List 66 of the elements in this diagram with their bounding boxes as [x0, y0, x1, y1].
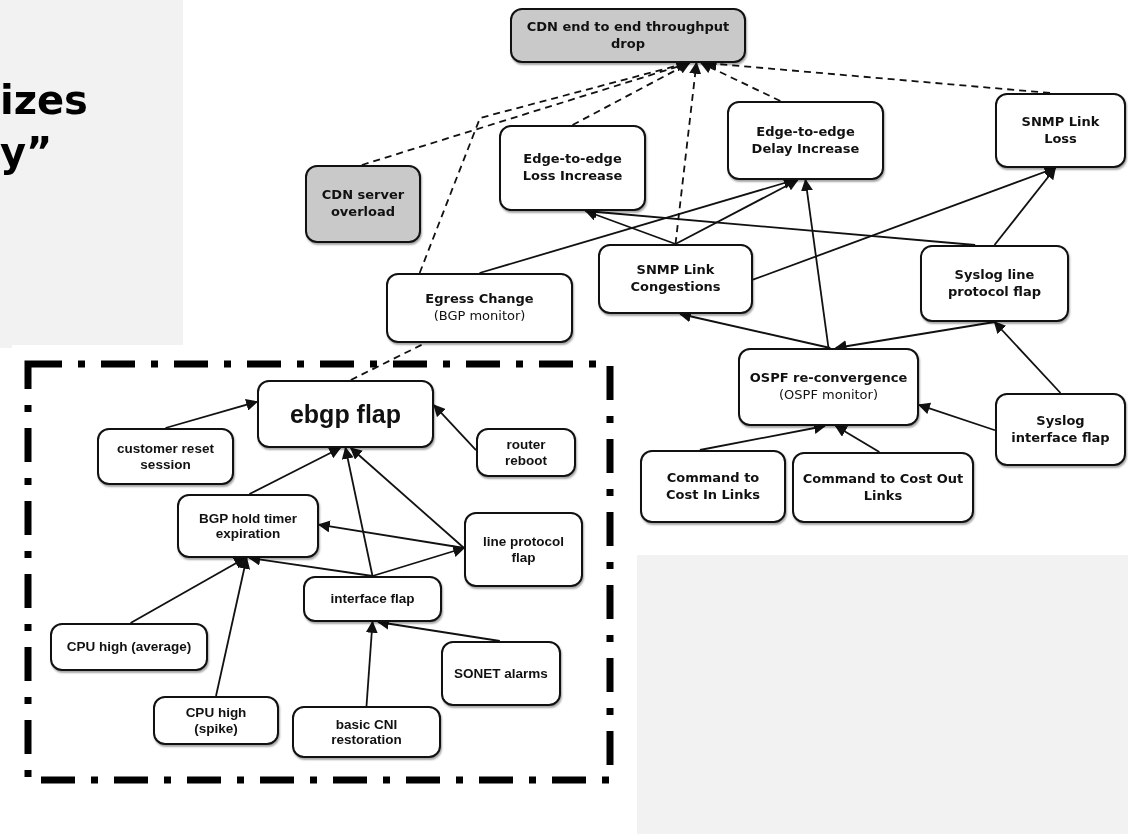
rounded-box: [97, 428, 234, 485]
arrow: [571, 62, 691, 126]
rounded-box: [441, 641, 561, 706]
arrow: [164, 398, 259, 429]
rounded-box: [995, 393, 1126, 466]
rounded-box: [153, 696, 279, 745]
node-label: customer reset session: [116, 441, 215, 472]
node-label: basic CNI restoration: [330, 716, 403, 748]
rounded-box: [995, 93, 1126, 168]
node-label: OSPF re-convergence: [749, 370, 908, 387]
node-label: Command to Cost Out Links: [802, 470, 964, 505]
node-label: SNMP Link Loss: [1020, 113, 1101, 148]
arrow: [215, 556, 251, 697]
rounded-box: [476, 428, 576, 477]
node-label: Edge-to-edge Loss Increase: [521, 151, 624, 185]
node-label: CPU high (spike): [184, 705, 248, 736]
arrow: [341, 446, 374, 577]
arrow: [674, 61, 702, 245]
node-label: Syslog line protocol flap: [946, 266, 1043, 301]
rounded-box: [640, 450, 786, 523]
node-label: (OSPF monitor): [779, 387, 878, 404]
rounded-box: [50, 623, 208, 671]
arrow: [700, 62, 782, 102]
node-label: Edge-to-edge Delay Increase: [750, 123, 861, 158]
arrow: [433, 404, 477, 451]
rounded-box: [738, 348, 919, 426]
rounded-box: [920, 245, 1069, 322]
rounded-box: [292, 706, 441, 758]
arrow: [365, 620, 378, 707]
arrow: [917, 402, 996, 432]
rounded-box: [257, 380, 434, 448]
node-label: (BGP monitor): [433, 308, 526, 325]
rounded-box: [727, 101, 884, 180]
node-label: SNMP Link Congestions: [629, 262, 722, 296]
arrow: [834, 425, 881, 453]
rounded-box: [386, 273, 573, 343]
rounded-box: [177, 494, 319, 558]
node-label: interface flap: [330, 591, 415, 607]
rounded-box: [598, 244, 753, 314]
node-label: router reboot: [504, 437, 548, 468]
node-label: CDN server overload: [320, 187, 406, 221]
arrow: [584, 209, 677, 245]
arrow: [674, 179, 799, 245]
node-label: Command to Cost In Links: [665, 469, 761, 504]
rounded-box: [499, 125, 646, 211]
node-label: Egress Change: [425, 291, 534, 308]
node-label: BGP hold timer expiration: [198, 510, 298, 542]
node-label: CDN end to end throughput drop: [525, 18, 731, 53]
arrow: [349, 447, 465, 549]
rounded-box: [464, 512, 583, 587]
arrow: [129, 557, 247, 624]
node-label: line protocol flap: [482, 534, 565, 565]
rounded-box: [303, 576, 442, 622]
node-label: CPU high (average): [66, 639, 192, 655]
arrow: [993, 321, 1062, 394]
heading-fragment: izes: [0, 80, 88, 120]
rounded-box: [792, 452, 974, 523]
node-label: Syslog interface flap: [1010, 412, 1111, 447]
arrow: [801, 178, 830, 349]
rounded-box: [305, 165, 421, 243]
arrow: [248, 447, 342, 495]
arrow: [371, 545, 466, 577]
node-label: SONET alarms: [454, 665, 548, 682]
node-label: ebgp flap: [289, 400, 402, 428]
rounded-box: [510, 8, 746, 63]
arrow: [993, 167, 1057, 246]
